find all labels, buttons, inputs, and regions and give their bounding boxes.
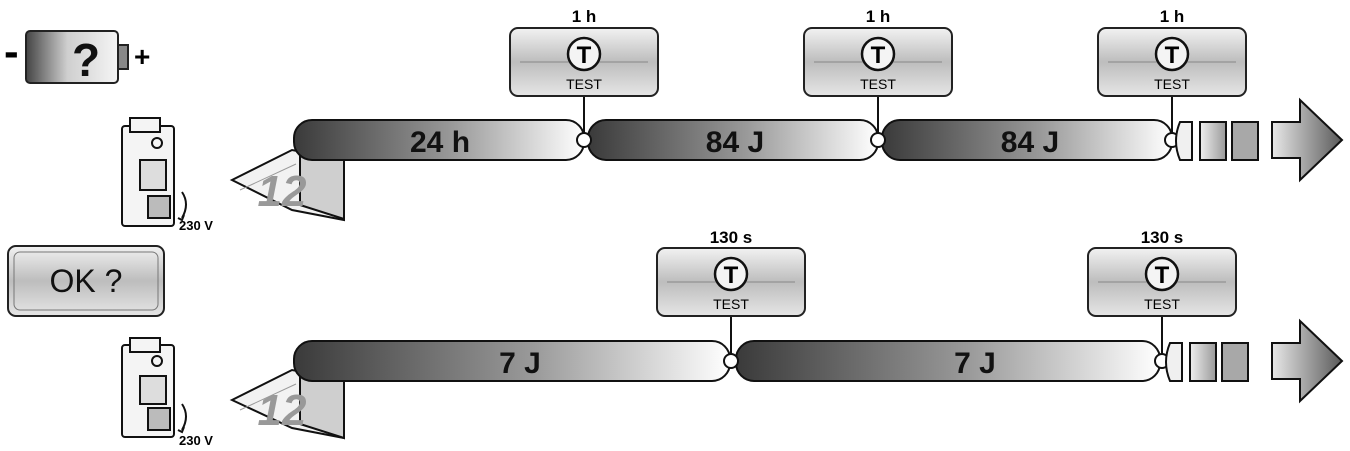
test-label: TEST — [1144, 296, 1180, 312]
test-symbol: T — [724, 262, 739, 289]
segment-label: 84 J — [706, 126, 764, 159]
ok-label: OK ? — [50, 263, 123, 299]
test-symbol: T — [1165, 42, 1180, 69]
ok-panel: OK ? — [7, 245, 165, 317]
calendar-number: 12 — [258, 386, 307, 435]
test-label: TEST — [1154, 76, 1190, 92]
test-module: T TEST 1 h — [1097, 7, 1247, 133]
continue-arrow-icon — [1271, 318, 1344, 404]
test-symbol: T — [1155, 262, 1170, 289]
test-duration: 1 h — [1160, 7, 1185, 26]
timeline-row-2: 230 V 12 7 J 7 J T TEST 130 s — [121, 228, 1344, 448]
test-label: TEST — [713, 296, 749, 312]
circuit-breaker-icon — [121, 117, 187, 227]
calendar-number: 12 — [258, 167, 307, 216]
test-duration: 1 h — [866, 7, 891, 26]
circuit-breaker-icon — [121, 337, 187, 438]
battery-minus: - — [4, 27, 19, 76]
timeline-segment — [735, 340, 1161, 382]
calendar-icon: 12 — [229, 364, 345, 440]
battery-plus: + — [134, 41, 150, 72]
voltage-label: 230 V — [179, 218, 213, 233]
test-module: T TEST 1 h — [803, 7, 953, 133]
test-module: T TEST 1 h — [509, 7, 659, 133]
test-duration: 1 h — [572, 7, 597, 26]
test-module: T TEST 130 s — [1087, 228, 1237, 354]
continue-arrow-icon — [1271, 97, 1344, 183]
test-duration: 130 s — [1141, 228, 1184, 247]
timeline-row-1: 230 V 12 24 h 84 J 84 J T — [121, 7, 1344, 233]
test-label: TEST — [860, 76, 896, 92]
segment-label: 7 J — [499, 347, 541, 380]
test-duration: 130 s — [710, 228, 753, 247]
battery-icon: - ? + — [4, 27, 150, 86]
battery-question: ? — [72, 34, 100, 86]
test-label: TEST — [566, 76, 602, 92]
calendar-icon: 12 — [229, 143, 345, 222]
segment-label: 84 J — [1001, 126, 1059, 159]
test-module: T TEST 130 s — [656, 228, 806, 354]
segment-label: 24 h — [410, 126, 470, 159]
voltage-label: 230 V — [179, 433, 213, 448]
test-symbol: T — [577, 42, 592, 69]
segment-label: 7 J — [954, 347, 996, 380]
test-symbol: T — [871, 42, 886, 69]
